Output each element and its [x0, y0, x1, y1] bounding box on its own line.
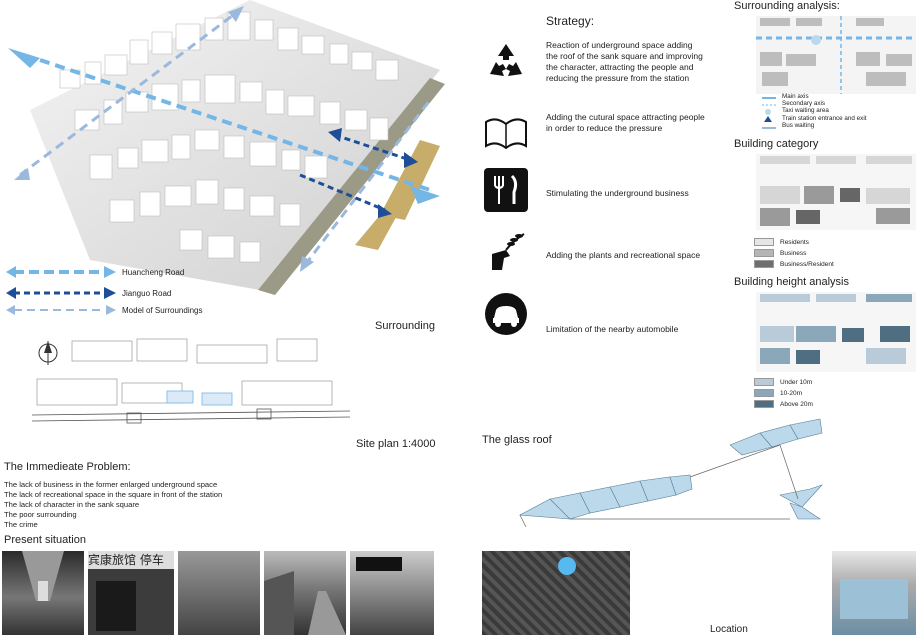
building-height-map [756, 292, 916, 372]
photo-market [350, 551, 434, 635]
swatch [754, 238, 774, 246]
strategy-text: Reaction of underground space adding the… [546, 40, 703, 83]
sign-text: 宾康旅馆 停车 [88, 551, 174, 569]
category-legend-business: Business [754, 249, 806, 257]
legend-label: Business [780, 249, 807, 257]
light-blue-arrow-icon [6, 266, 116, 278]
photo-detail [840, 579, 908, 619]
legend-huancheng: Huancheng Road [6, 265, 184, 279]
legend-label: Residents [780, 238, 809, 246]
strategy-text: Limitation of the nearby automobile [546, 324, 679, 334]
photo-corridor [2, 551, 84, 635]
legend-label: Under 10m [780, 378, 813, 386]
photo-detail [96, 581, 136, 631]
glass-roof-label: The glass roof [482, 434, 552, 446]
category-legend-mixed: Business/Resident [754, 260, 834, 268]
building-height-title: Building height analysis [734, 276, 849, 288]
legend-label: 10-20m [780, 389, 803, 397]
building-category-title: Building category [734, 138, 819, 150]
location-label: Location [710, 624, 748, 635]
photo-detail [356, 557, 402, 571]
site-plan [32, 338, 350, 424]
building-category-map [756, 154, 916, 230]
sign-text: 停车 [139, 553, 164, 567]
surrounding-3d-model [8, 0, 445, 295]
legend-label: Secondary axis [782, 100, 826, 108]
surrounding-label: Surrounding [375, 320, 435, 332]
glass-roof-model [518, 418, 823, 528]
fork-knife-icon [484, 168, 528, 212]
legend-label: Train station entrance and exit [782, 114, 867, 122]
problem-title: The Immedieate Problem: [4, 461, 131, 473]
sign-text: 宾康旅馆 [88, 553, 137, 567]
list-item: The lack of business in the former enlar… [4, 480, 218, 489]
surrounding-analysis-title: Surrounding analysis: [734, 0, 840, 12]
strategy-text: Adding the cutural space attracting peop… [546, 112, 705, 133]
analysis-legend-icons [762, 97, 776, 129]
location-marker [558, 557, 576, 575]
photo-canal [264, 551, 346, 635]
swatch [754, 389, 774, 397]
height-legend-high: Above 20m [754, 400, 813, 408]
recycle-icon [490, 44, 522, 76]
book-icon [485, 118, 527, 150]
photo-satellite [482, 551, 630, 635]
problem-list: The lack of business in the former enlar… [4, 480, 222, 530]
present-situation-label: Present situation [4, 534, 86, 546]
swatch [754, 249, 774, 257]
legend-label: Business/Resident [780, 260, 834, 268]
car-icon [485, 293, 527, 335]
strategy-title: Strategy: [546, 14, 595, 28]
list-item: The lack of character in the sank square [4, 500, 140, 509]
legend-label: Above 20m [780, 400, 813, 408]
legend-label: Huancheng Road [122, 267, 185, 277]
swatch [754, 400, 774, 408]
dark-blue-arrow-icon [6, 287, 116, 299]
photo-square [178, 551, 260, 635]
plant-hand-icon [492, 233, 525, 270]
category-legend-residents: Residents [754, 238, 809, 246]
legend-label: Taxi waiting area [782, 107, 829, 115]
analysis-legend: Main axis Secondary axis Taxi waiting ar… [782, 93, 866, 129]
list-item: The lack of recreational space in the sq… [4, 490, 223, 499]
strategy-text: Adding the plants and recreational space [546, 250, 701, 260]
site-plan-label: Site plan 1:4000 [356, 438, 436, 450]
legend-label: Main axis [782, 93, 809, 100]
photo-hotel-sign: 宾康旅馆 停车 [88, 551, 174, 635]
legend-jianguo: Jianguo Road [6, 286, 171, 300]
photo-station-square [832, 551, 916, 635]
height-legend-low: Under 10m [754, 378, 812, 386]
strategy-text: Stimulating the underground business [546, 188, 689, 198]
swatch [754, 378, 774, 386]
list-item: The crime [4, 520, 38, 529]
legend-model: Model of Surroundings [6, 304, 203, 316]
legend-label: Model of Surroundings [122, 305, 203, 315]
legend-label: Bus waiting [782, 121, 815, 129]
surrounding-analysis-map [756, 16, 916, 94]
height-legend-mid: 10-20m [754, 389, 802, 397]
swatch [754, 260, 774, 268]
list-item: The poor surrounding [4, 510, 77, 519]
legend-label: Jianguo Road [122, 288, 172, 298]
mid-blue-arrow-icon [6, 305, 116, 315]
